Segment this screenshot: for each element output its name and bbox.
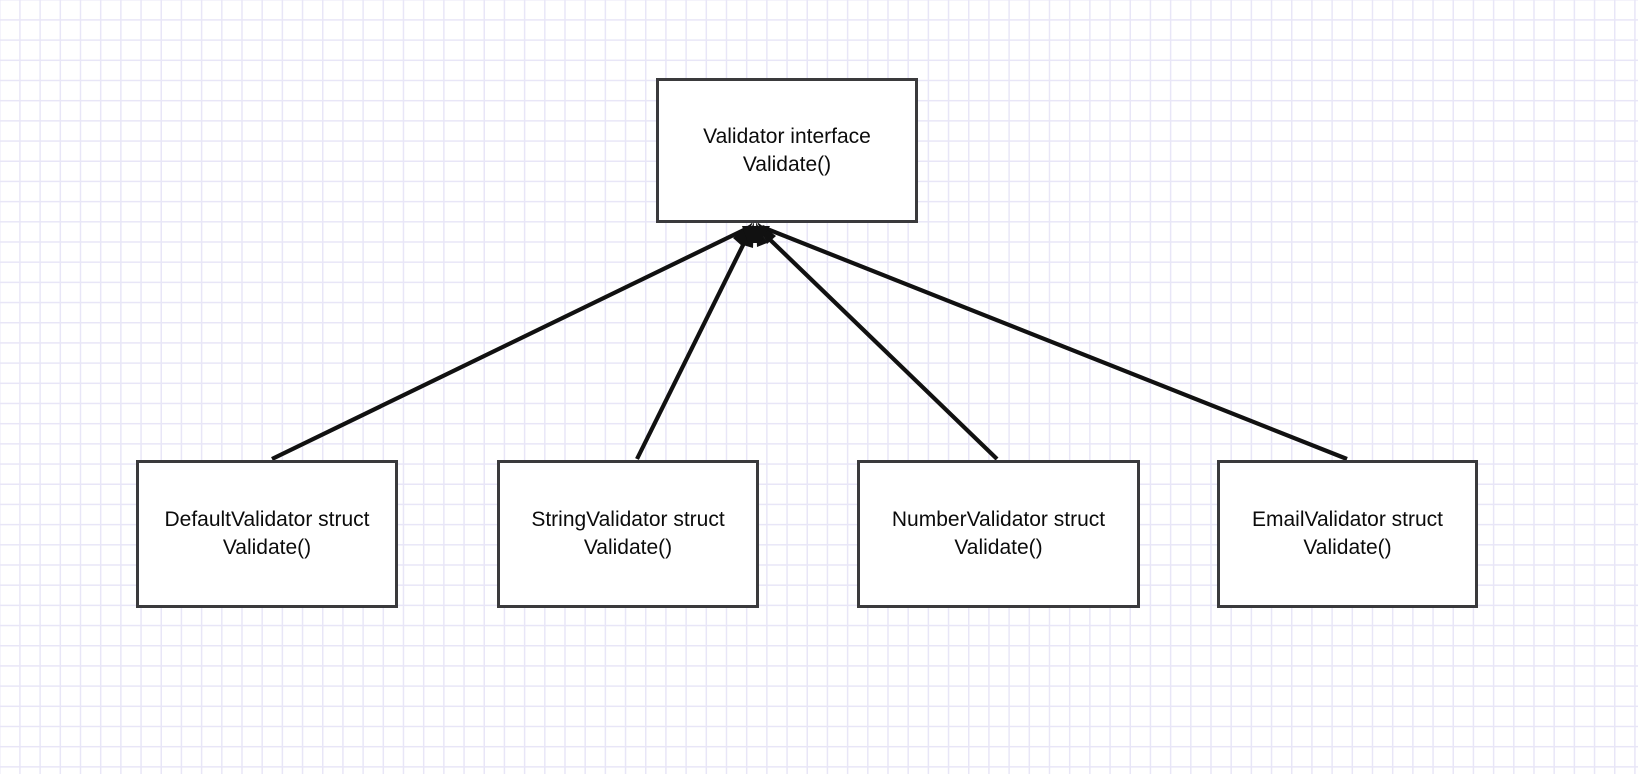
connector-string-to-interface <box>635 222 754 460</box>
node-title: EmailValidator struct <box>1251 508 1443 532</box>
node-method: Validate() <box>583 536 673 559</box>
node-title: NumberValidator struct <box>891 508 1106 532</box>
arrow-convergence-point <box>742 226 770 243</box>
node-method: Validate() <box>222 536 312 559</box>
connector-email-to-interface <box>757 222 1348 461</box>
connector-number-to-interface <box>756 222 999 461</box>
node-default-validator[interactable]: DefaultValidator struct Validate() <box>136 460 398 608</box>
node-title: DefaultValidator struct <box>164 508 370 532</box>
node-number-validator[interactable]: NumberValidator struct Validate() <box>857 460 1140 608</box>
node-title: Validator interface <box>703 124 871 148</box>
node-method: Validate() <box>1303 536 1392 559</box>
node-string-validator[interactable]: StringValidator struct Validate() <box>497 460 759 608</box>
node-email-validator[interactable]: EmailValidator struct Validate() <box>1217 460 1478 608</box>
node-validator-interface[interactable]: Validator interface Validate() <box>656 78 918 223</box>
node-method: Validate() <box>954 536 1043 559</box>
connector-default-to-interface <box>271 222 753 461</box>
node-method: Validate() <box>742 152 832 176</box>
node-title: StringValidator struct <box>531 508 725 532</box>
